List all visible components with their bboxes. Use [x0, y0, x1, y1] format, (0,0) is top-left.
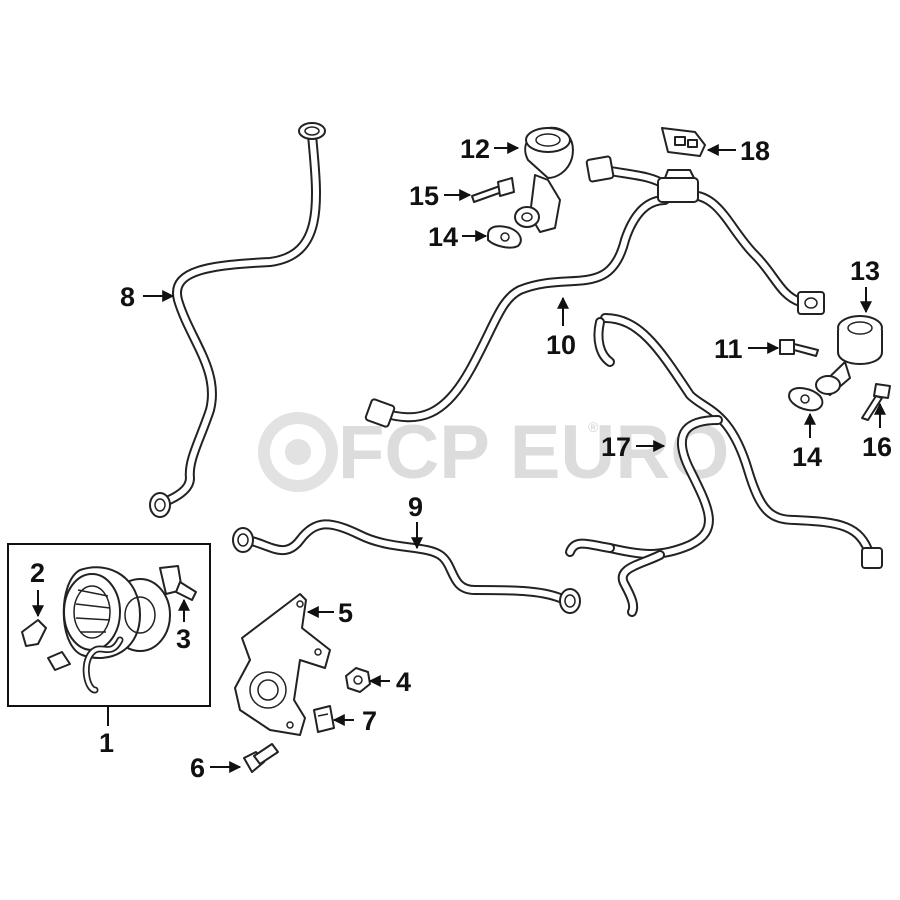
callout-2[interactable]: 2	[30, 558, 45, 588]
callout-16[interactable]: 16	[862, 432, 892, 462]
part-6-bolt[interactable]	[243, 743, 279, 773]
callout-labels: 8 12 15 14 18 10 13 11 14 16 17 9 5 4 7 …	[30, 134, 892, 783]
part-7-clip[interactable]	[313, 705, 335, 733]
part-15-bolt[interactable]	[471, 177, 515, 203]
part-8-hose[interactable]	[149, 122, 326, 518]
part-14-gasket-lower[interactable]	[788, 387, 824, 412]
part-12-valve[interactable]	[514, 126, 574, 233]
part-17-connector[interactable]	[661, 127, 706, 157]
callout-14-lower[interactable]: 14	[792, 442, 822, 472]
callout-10[interactable]: 10	[546, 330, 576, 360]
watermark: FCP EURO ®	[258, 410, 729, 495]
part-5-bracket[interactable]	[234, 593, 331, 736]
part-9-pipe[interactable]	[232, 519, 581, 614]
callout-13[interactable]: 13	[850, 256, 880, 286]
callout-8[interactable]: 8	[120, 282, 135, 312]
part-10-hose[interactable]	[364, 155, 825, 428]
part-1-air-pump-box[interactable]	[7, 543, 211, 707]
part-18-hose-assembly[interactable]	[565, 313, 883, 617]
part-14-gasket-upper[interactable]	[487, 225, 522, 249]
callout-4[interactable]: 4	[396, 667, 411, 697]
callout-7[interactable]: 7	[362, 706, 377, 736]
part-16-bolt[interactable]	[861, 383, 891, 421]
callout-18[interactable]: 17	[601, 432, 631, 462]
part-11-bolt[interactable]	[779, 339, 819, 357]
callout-17[interactable]: 18	[740, 136, 770, 166]
callout-14-upper[interactable]: 14	[428, 222, 458, 252]
watermark-text: FCP EURO	[338, 410, 729, 495]
callout-15[interactable]: 15	[409, 181, 439, 211]
callout-6[interactable]: 6	[190, 753, 205, 783]
watermark-registered-mark: ®	[588, 419, 599, 435]
leader-lines	[32, 142, 886, 773]
callout-5[interactable]: 5	[338, 598, 353, 628]
callout-3[interactable]: 3	[176, 624, 191, 654]
callout-1[interactable]: 1	[99, 728, 114, 758]
callout-11[interactable]: 11	[714, 334, 743, 364]
part-13-valve[interactable]	[815, 315, 883, 396]
part-4-nut[interactable]	[345, 667, 371, 693]
callout-12[interactable]: 12	[460, 134, 490, 164]
callout-9[interactable]: 9	[408, 492, 423, 522]
